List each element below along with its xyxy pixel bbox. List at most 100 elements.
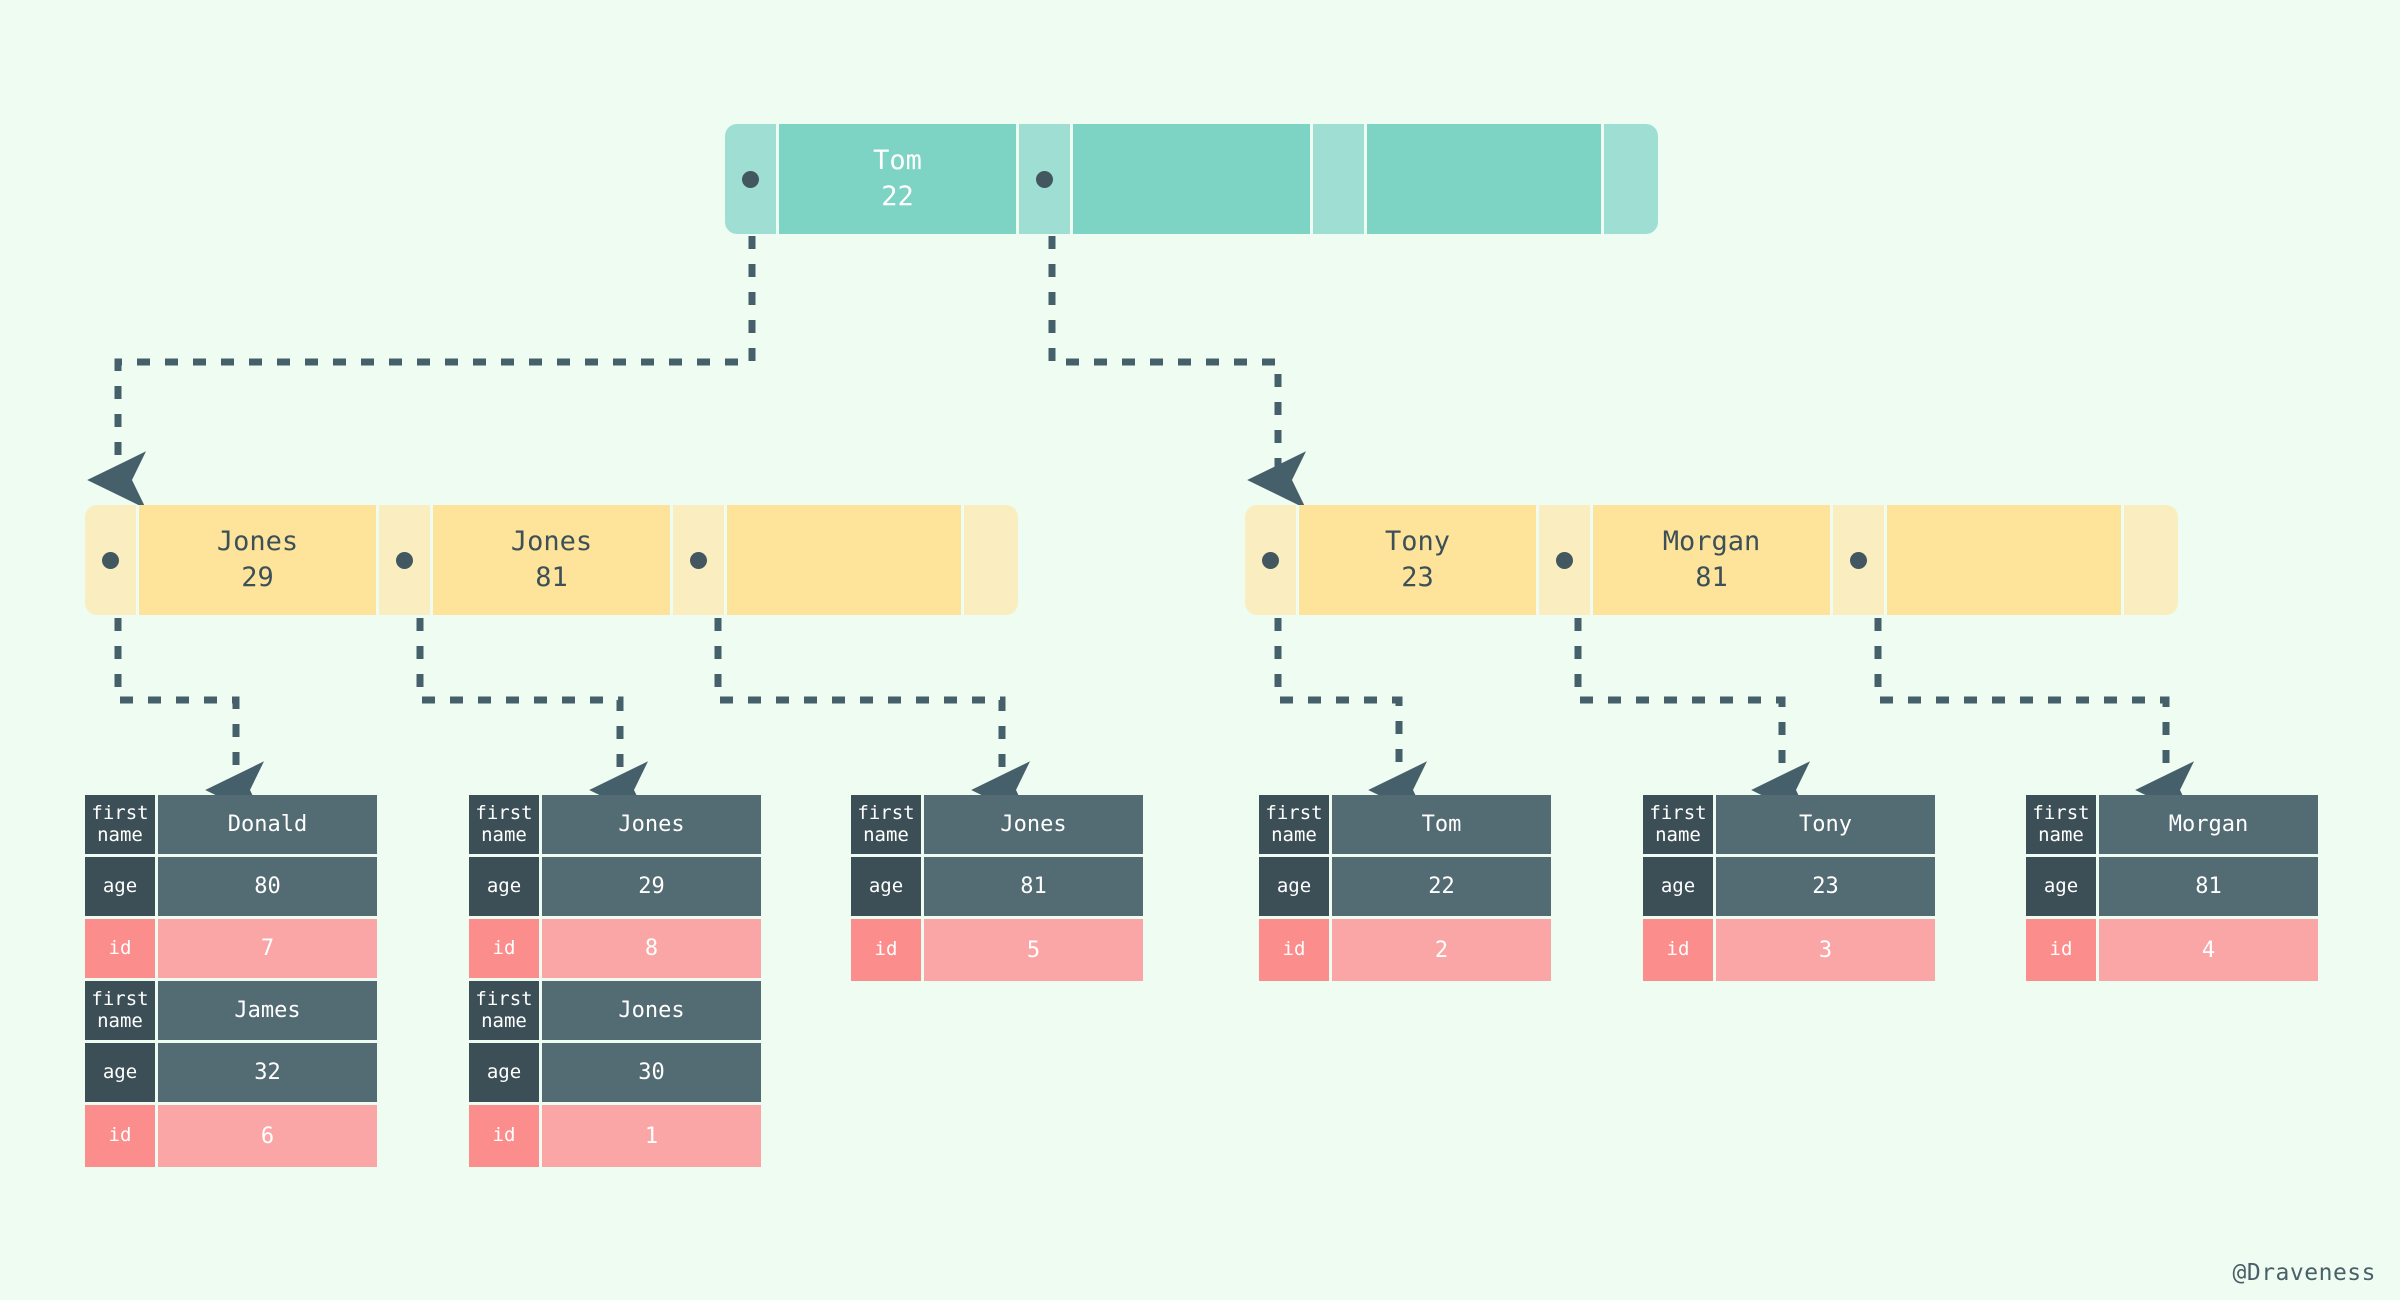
root-key-0-label: Tom 22: [873, 144, 922, 212]
leaf-record-1-r0-id-label: id: [85, 919, 158, 978]
right-key-1[interactable]: Morgan 81: [1593, 505, 1833, 615]
wire-right1-to-leaf5: [1574, 590, 1810, 819]
right-key-2[interactable]: [1887, 505, 2124, 615]
leaf-record-4-r0-age-label: age: [1259, 857, 1332, 916]
left-pointer-3[interactable]: [964, 505, 1018, 615]
leaf-record-5-r0-id-label: id: [1643, 919, 1716, 981]
left-pointer-2[interactable]: [673, 505, 727, 615]
root-pointer-3[interactable]: [1604, 124, 1658, 234]
left-pointer-0-dot-icon: [102, 551, 119, 569]
leaf-record-1-r0-id-value: 7: [158, 919, 377, 978]
right-pointer-1[interactable]: [1539, 505, 1593, 615]
leaf-record-3-r0-age-value: 81: [924, 857, 1143, 916]
root-pointer-1[interactable]: [1019, 124, 1073, 234]
right-pointer-3[interactable]: [2124, 505, 2178, 615]
left-pointer-1-dot-icon: [396, 551, 413, 569]
leaf-record-4-r0-first-name-value: Tom: [1332, 795, 1551, 854]
leaf-record-6-r0-age-value: 81: [2099, 857, 2318, 916]
root-key-1[interactable]: [1073, 124, 1313, 234]
leaf-record-6-r0-id-value: 4: [2099, 919, 2318, 981]
right-pointer-2-dot-icon: [1850, 551, 1867, 569]
leaf-record-5-r0-id-value: 3: [1716, 919, 1935, 981]
leaf-record-6-r0-first-name-value: Morgan: [2099, 795, 2318, 854]
internal-node-right[interactable]: Tony 23 Morgan 81: [1245, 505, 2178, 615]
right-pointer-2[interactable]: [1833, 505, 1887, 615]
left-key-0-label: Jones 29: [216, 525, 299, 593]
leaf-record-2-r0-id-label: id: [469, 919, 542, 978]
leaf-record-3-r0-age-label: age: [851, 857, 924, 916]
leaf-record-1-r0-first-name-value: Donald: [158, 795, 377, 854]
root-pointer-0[interactable]: [725, 124, 779, 234]
leaf-record-6-r0-id-label: id: [2026, 919, 2099, 981]
leaf-record-6-r0-first-name-label: first name: [2026, 795, 2099, 854]
leaf-record-5-r0-first-name-label: first name: [1643, 795, 1716, 854]
right-pointer-0[interactable]: [1245, 505, 1299, 615]
root-node[interactable]: Tom 22: [725, 124, 1658, 234]
right-pointer-1-dot-icon: [1556, 551, 1573, 569]
left-pointer-1[interactable]: [379, 505, 433, 615]
leaf-record-1-r1-first-name-value: James: [158, 981, 377, 1040]
leaf-record-4-r0-age-value: 22: [1332, 857, 1551, 916]
root-pointer-1-dot-icon: [1036, 170, 1053, 188]
leaf-record-6-r0-age-label: age: [2026, 857, 2099, 916]
root-pointer-0-dot-icon: [742, 170, 759, 188]
root-key-0[interactable]: Tom 22: [779, 124, 1019, 234]
wire-right0-to-leaf4: [1274, 590, 1427, 819]
root-key-2[interactable]: [1367, 124, 1604, 234]
left-pointer-0[interactable]: [85, 505, 139, 615]
leaf-record-2-r0-age-label: age: [469, 857, 542, 916]
leaf-record-2-r1-age-label: age: [469, 1043, 542, 1102]
right-key-1-label: Morgan 81: [1662, 525, 1761, 593]
leaf-record-1-r0-age-label: age: [85, 857, 158, 916]
wire-left0-to-leaf1: [114, 590, 264, 819]
leaf-record-1-r0-first-name-label: first name: [85, 795, 158, 854]
wire-root-to-left: [87, 180, 756, 509]
leaf-record-3-r0-id-value: 5: [924, 919, 1143, 981]
left-key-1-label: Jones 81: [510, 525, 593, 593]
watermark: @Draveness: [2232, 1260, 2376, 1286]
right-pointer-0-dot-icon: [1262, 551, 1279, 569]
internal-node-left[interactable]: Jones 29 Jones 81: [85, 505, 1018, 615]
leaf-record-1-r1-id-label: id: [85, 1105, 158, 1167]
leaf-record-2-r0-first-name-label: first name: [469, 795, 542, 854]
wire-left1-to-leaf2: [416, 590, 648, 819]
left-key-2[interactable]: [727, 505, 964, 615]
leaf-record-4-r0-first-name-label: first name: [1259, 795, 1332, 854]
root-pointer-2[interactable]: [1313, 124, 1367, 234]
wire-left2-to-leaf3: [714, 590, 1030, 819]
leaf-record-2-r1-first-name-label: first name: [469, 981, 542, 1040]
left-key-0[interactable]: Jones 29: [139, 505, 379, 615]
leaf-record-4-r0-id-label: id: [1259, 919, 1332, 981]
leaf-record-2-r1-age-value: 30: [542, 1043, 761, 1102]
leaf-record-2-r1-first-name-value: Jones: [542, 981, 761, 1040]
left-key-1[interactable]: Jones 81: [433, 505, 673, 615]
leaf-record-3-r0-first-name-value: Jones: [924, 795, 1143, 854]
right-key-0-label: Tony 23: [1384, 525, 1451, 593]
leaf-record-2-r1-id-label: id: [469, 1105, 542, 1167]
leaf-record-1-r1-id-value: 6: [158, 1105, 377, 1167]
right-key-0[interactable]: Tony 23: [1299, 505, 1539, 615]
